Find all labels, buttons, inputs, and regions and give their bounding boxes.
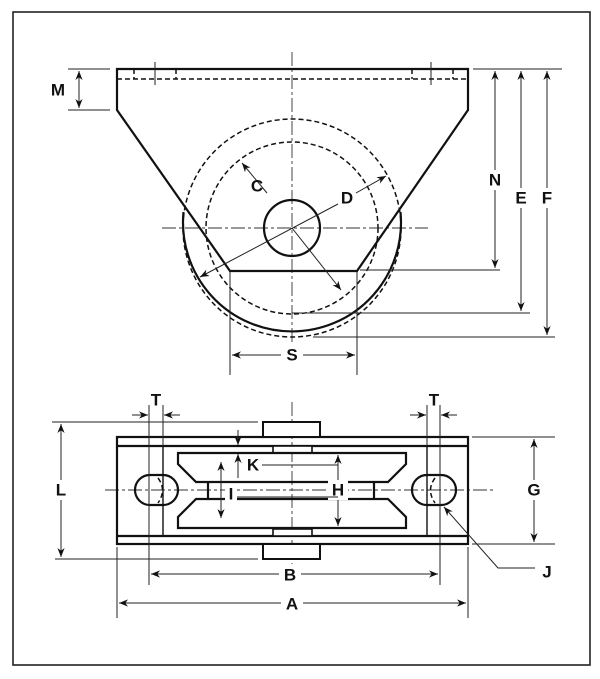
label-e: E — [515, 189, 526, 208]
wheel-upper-flange — [176, 451, 408, 484]
dimension-d-line — [199, 203, 339, 278]
dimension-s-extensions — [229, 272, 358, 375]
label-i: I — [229, 485, 234, 504]
dimension-m-extensions — [68, 68, 110, 111]
wheel-outline — [181, 211, 403, 333]
right-slot — [410, 473, 458, 507]
label-h: H — [332, 481, 344, 500]
bottom-spacer — [272, 528, 313, 537]
axle-hub — [262, 198, 322, 258]
dimension-a-extensions — [116, 547, 469, 618]
left-slot-hidden-arc — [157, 477, 164, 504]
dimension-nef-extensions — [292, 68, 562, 338]
label-b: B — [284, 566, 296, 585]
right-slot-hidden-arc — [429, 477, 436, 504]
dimension-c-arrow — [241, 162, 268, 194]
t-extension-lines — [148, 405, 441, 585]
label-g: G — [527, 481, 540, 500]
left-slot — [133, 473, 180, 507]
label-l: L — [56, 481, 66, 500]
label-k: K — [247, 456, 260, 475]
top-view: C D M N E F S — [51, 52, 562, 375]
wheel-lower-flange — [176, 497, 408, 530]
label-j: J — [542, 563, 551, 582]
hole-centerlines — [154, 62, 432, 85]
label-t-left: T — [151, 391, 162, 410]
dimension-j-leader — [443, 506, 535, 569]
label-c: C — [251, 177, 263, 196]
mounting-hole-hidden — [133, 69, 454, 79]
label-m: M — [51, 81, 65, 100]
dimension-g-extensions — [472, 436, 555, 545]
side-plate-edges — [162, 446, 428, 536]
bottom-view: T T L G K H I J B — [51, 391, 555, 618]
label-n: N — [489, 171, 501, 190]
label-a: A — [286, 595, 298, 614]
label-t-right: T — [429, 391, 440, 410]
diagram-frame — [12, 11, 591, 666]
label-d: D — [341, 189, 353, 208]
frame-plate-lines — [117, 444, 468, 538]
inner-dashed-circle — [205, 141, 379, 315]
dimension-l-extensions — [52, 421, 258, 560]
top-axle-block — [262, 421, 321, 438]
label-f: F — [542, 189, 552, 208]
dimension-c-arrow-lower — [291, 227, 342, 291]
label-s: S — [286, 346, 297, 365]
wheel-groove — [206, 482, 376, 499]
bottom-axle-block — [262, 543, 321, 560]
bracket-outline — [115, 67, 470, 273]
dimension-d-arrow — [355, 175, 387, 194]
